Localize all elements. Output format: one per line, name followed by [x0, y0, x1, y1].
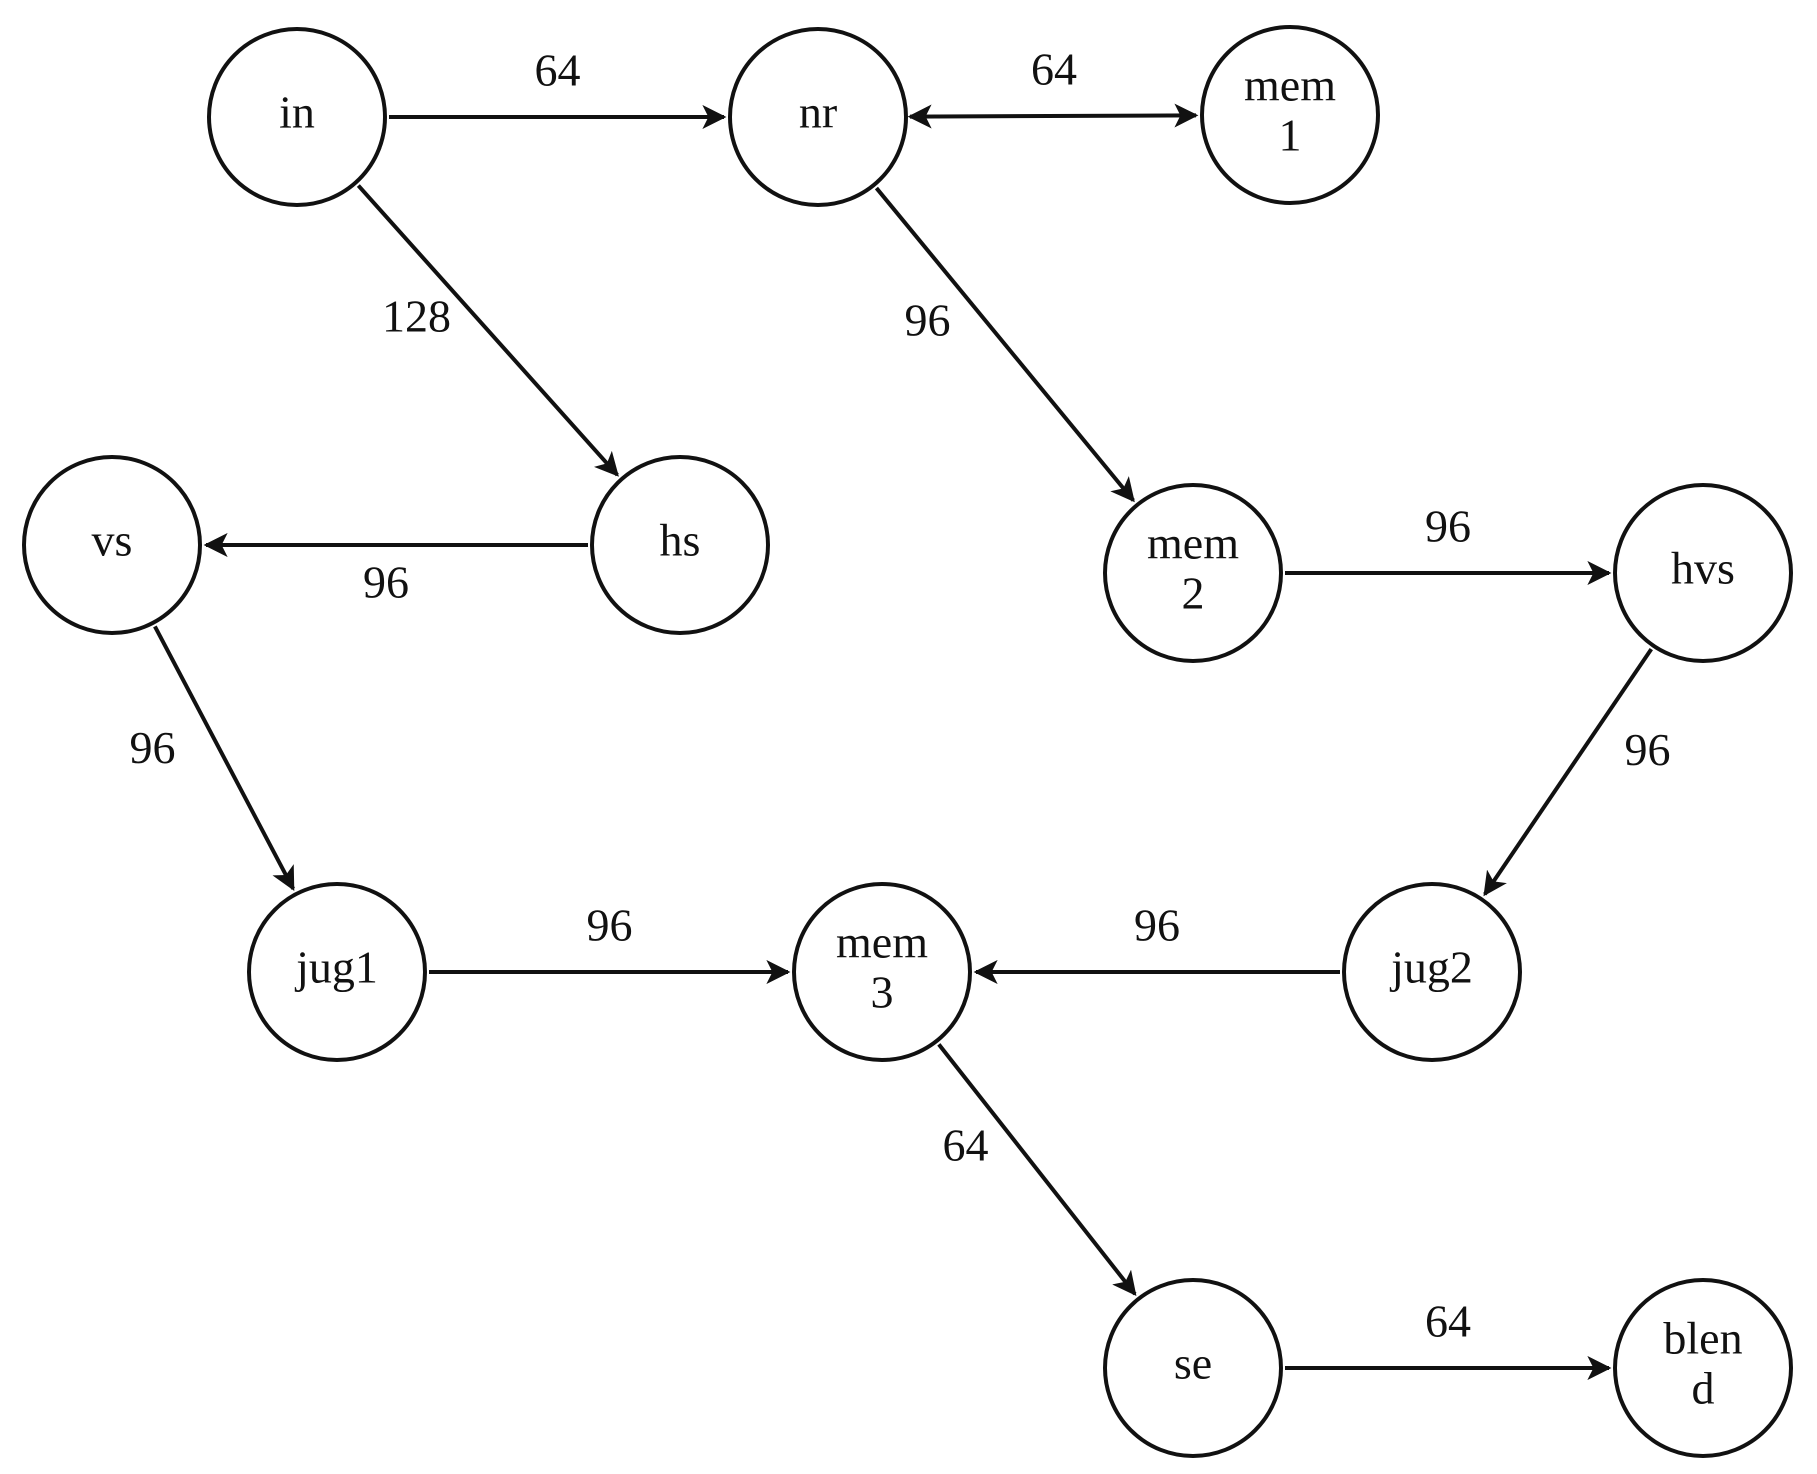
edges-layer [153, 103, 1653, 1380]
node-circle-blend [1613, 1278, 1793, 1458]
edge-label-jug2-mem3: 96 [1134, 900, 1180, 951]
node-se: se [1103, 1278, 1283, 1458]
node-vs: vs [22, 455, 202, 635]
node-circle-hvs [1613, 483, 1793, 663]
node-label-nr-line1: nr [799, 87, 837, 138]
node-label-jug2-line1: jug2 [1389, 942, 1473, 993]
node-label-mem3-line2: 3 [871, 967, 894, 1018]
node-circle-mem3 [792, 882, 972, 1062]
node-circle-nr [728, 27, 908, 207]
node-label-mem2-line2: 2 [1182, 568, 1205, 619]
node-circle-hs [590, 455, 770, 635]
edge-label-mem3-se: 64 [943, 1120, 989, 1171]
edge-label-se-blend: 64 [1425, 1296, 1471, 1347]
node-label-mem1-line1: mem [1244, 60, 1336, 111]
node-circle-vs [22, 455, 202, 635]
node-label-hvs-line1: hvs [1671, 543, 1735, 594]
edge-vs-jug1 [153, 625, 295, 891]
node-label-se-line1: se [1174, 1338, 1212, 1389]
node-circle-mem1 [1200, 25, 1380, 205]
edge-label-nr-mem1: 64 [1031, 44, 1077, 95]
edge-label-mem2-hvs: 96 [1425, 501, 1471, 552]
edge-label-in-nr: 64 [535, 45, 581, 96]
node-jug2: jug2 [1342, 882, 1522, 1062]
edge-label-nr-mem2: 96 [905, 295, 951, 346]
edge-hvs-jug2 [1483, 647, 1653, 897]
edge-in-hs [356, 184, 619, 477]
node-circle-mem2 [1103, 483, 1283, 663]
node-label-mem1-line2: 1 [1279, 110, 1302, 161]
node-circle-se [1103, 1278, 1283, 1458]
node-nr: nr [728, 27, 908, 207]
edge-labels-layer: 64 64 128 96 96 96 96 96 96 96 64 64 [130, 44, 1671, 1347]
node-label-blend-line1: blen [1663, 1313, 1742, 1364]
edge-mem3-se [937, 1043, 1137, 1296]
node-circle-jug2 [1342, 882, 1522, 1062]
edge-nr-mem1 [907, 103, 1199, 129]
edge-label-hs-vs: 96 [363, 557, 409, 608]
edge-label-in-hs: 128 [382, 291, 451, 342]
node-label-vs-line1: vs [92, 515, 133, 566]
node-label-jug1-line1: jug1 [294, 942, 378, 993]
node-in: in [207, 27, 387, 207]
edge-label-vs-jug1: 96 [130, 722, 176, 773]
node-label-blend-line2: d [1692, 1363, 1715, 1414]
edge-nr-mem2 [874, 186, 1135, 503]
node-hvs: hvs [1613, 483, 1793, 663]
node-label-mem3-line1: mem [836, 917, 928, 968]
node-label-mem2-line1: mem [1147, 518, 1239, 569]
edge-label-hvs-jug2: 96 [1625, 724, 1671, 775]
node-jug1: jug1 [247, 882, 427, 1062]
node-label-hs-line1: hs [660, 515, 701, 566]
edge-label-jug1-mem3: 96 [587, 900, 633, 951]
node-label-in-line1: in [279, 87, 315, 138]
node-circle-in [207, 27, 387, 207]
node-circle-jug1 [247, 882, 427, 1062]
node-hs: hs [590, 455, 770, 635]
